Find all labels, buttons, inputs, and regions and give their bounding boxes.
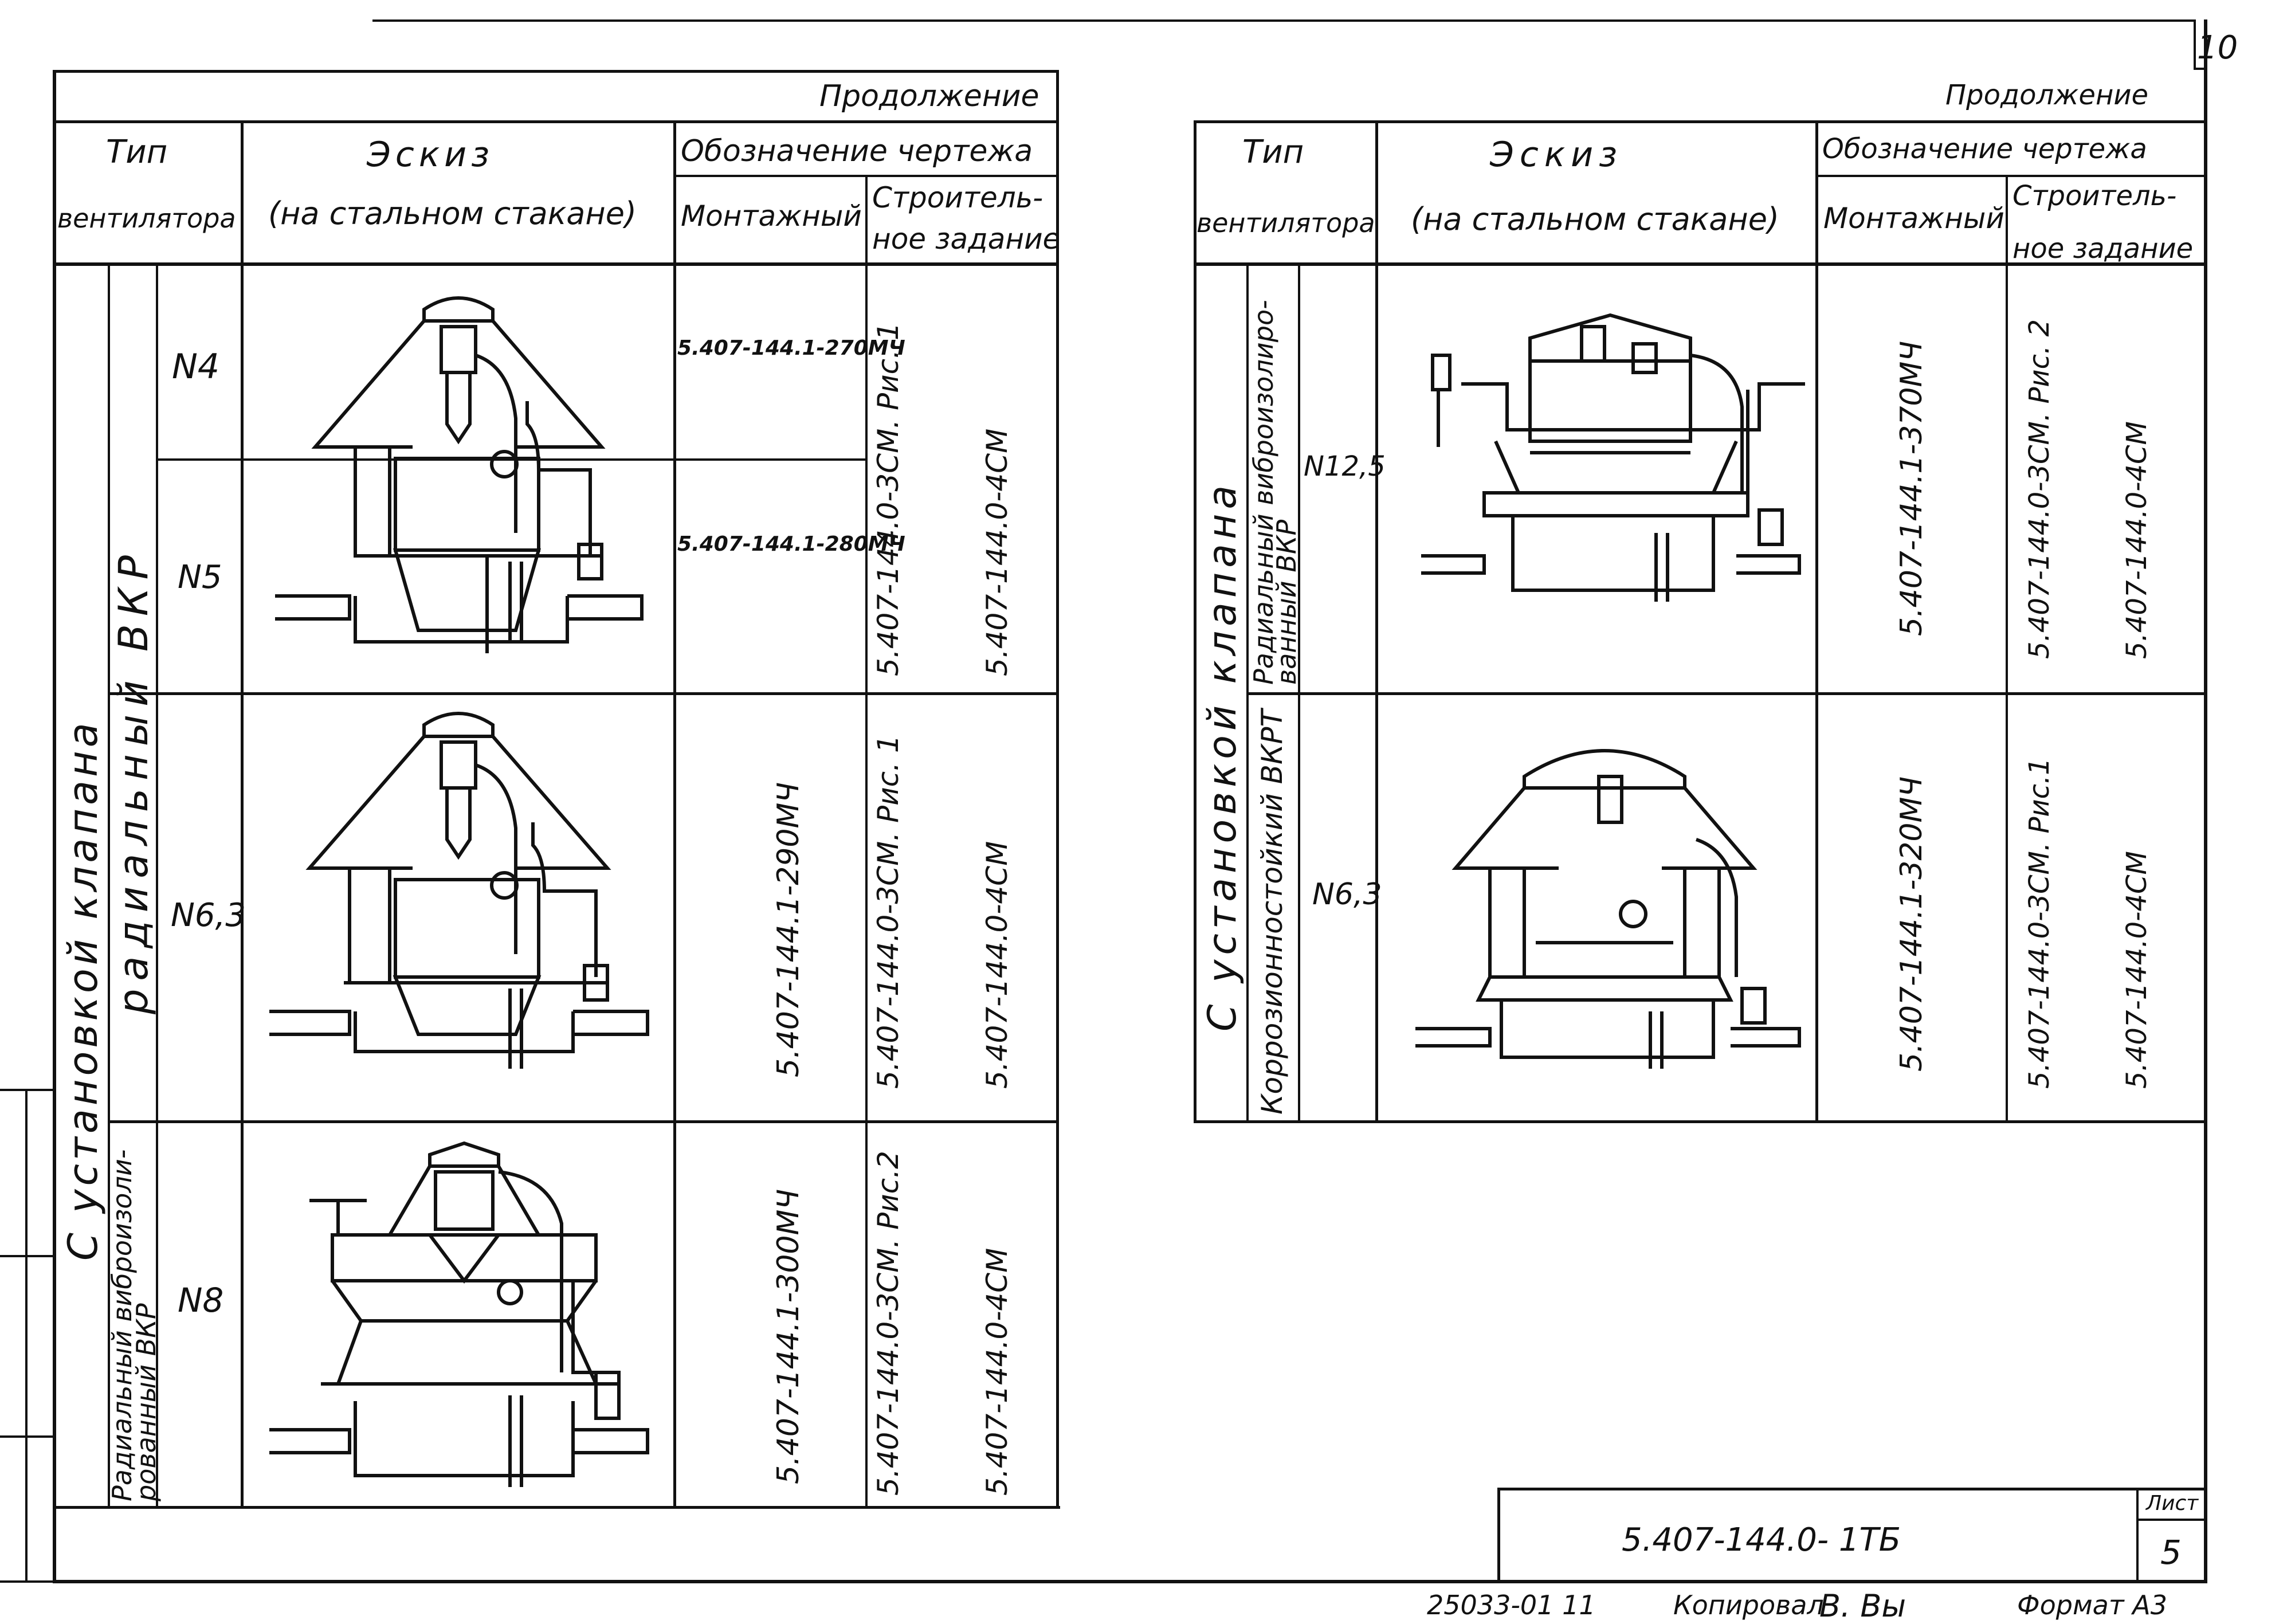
mount-n5: 5.407-144.1-280МЧ [677, 532, 905, 556]
row-num-n8: N8 [178, 1281, 224, 1320]
left-col-type: Тип [106, 134, 168, 171]
sketch-right-n63 [1415, 749, 1801, 1069]
right-group-outer: С установкой клапана [1200, 480, 1245, 1031]
build-n8-b: 5.407-144.0-4СМ [980, 1248, 1014, 1496]
left-col-build-1: Строитель- [872, 181, 1043, 214]
build-n4n5-b: 5.407-144.0-4СМ [980, 428, 1014, 676]
right-group-inner-2: Коррозионностойкий ВКРТ [1256, 709, 1289, 1115]
sketch-n63 [269, 712, 649, 1069]
mount-n63: 5.407-144.1-290МЧ [771, 782, 806, 1077]
left-col-sketch: Эскиз [367, 135, 495, 175]
footer-order: 25033-01 11 [1427, 1590, 1596, 1621]
row-num-n4: N4 [172, 347, 220, 387]
build-n4n5-a: 5.407-144.0-3СМ. Рис. 1 [872, 322, 905, 676]
right-col-build-1: Строитель- [2013, 180, 2177, 212]
sketch-n8 [269, 1141, 649, 1487]
mount-n4: 5.407-144.1-270МЧ [677, 336, 905, 360]
row-num-n5: N5 [178, 559, 222, 596]
right-col-designation: Обозначение чертежа [1822, 133, 2147, 165]
right-row-num-n125: N12,5 [1304, 450, 1386, 483]
designation-code: 5.407-144.0- 1ТБ [1622, 1521, 1901, 1559]
left-col-sketch-sub: (на стальном стакане) [268, 195, 637, 232]
row-num-n63: N6,3 [171, 897, 246, 934]
right-col-sketch: Эскиз [1490, 135, 1623, 175]
left-group-inner-1: радиальный ВКР [110, 547, 157, 1014]
right-build-n63-a: 5.407-144.0-3СМ. Рис.1 [2023, 758, 2055, 1089]
build-n63-a: 5.407-144.0-3СМ. Рис. 1 [872, 735, 905, 1089]
left-continuation: Продолжение [819, 79, 1039, 113]
left-col-designation: Обозначение чертежа [681, 134, 1033, 168]
right-col-build-2: ное задание [2013, 233, 2194, 265]
right-col-type-sub: вентилятора [1197, 207, 1375, 238]
left-col-build-2: ное задание [872, 222, 1061, 256]
right-build-n63-b: 5.407-144.0-4СМ [2121, 851, 2153, 1089]
footer-copied: Копировал [1673, 1590, 1824, 1621]
mount-n8: 5.407-144.1-300МЧ [771, 1188, 806, 1484]
right-mount-n63: 5.407-144.1-320МЧ [1894, 776, 1929, 1072]
sketch-n4-n5 [275, 296, 644, 653]
left-group-outer: С установкой клапана [60, 719, 107, 1261]
right-build-n125-a: 5.407-144.0-3СМ. Рис. 2 [2023, 319, 2055, 659]
copier-signature: В. Вы [1819, 1588, 1906, 1624]
right-continuation: Продолжение [1945, 79, 2149, 111]
left-col-type-sub: вентилятора [57, 203, 236, 234]
right-row-num-n63: N6,3 [1312, 877, 1382, 912]
left-col-mount: Монтажный [681, 199, 862, 233]
build-n8-a: 5.407-144.0-3СМ. Рис.2 [872, 1151, 905, 1496]
sketch-n125 [1421, 313, 1805, 602]
left-group-inner-2b: рованный ВКР [131, 1303, 162, 1501]
sheet-corner-number: 10 [2197, 29, 2238, 66]
right-col-mount: Монтажный [1823, 202, 2004, 235]
footer-format: Формат А3 [2017, 1590, 2167, 1621]
build-n63-b: 5.407-144.0-4СМ [980, 841, 1014, 1089]
sheet-number: 5 [2160, 1533, 2182, 1572]
right-group-inner-1b: ванный ВКР [1271, 519, 1302, 685]
sheet-label: Лист [2146, 1492, 2199, 1515]
right-col-type: Тип [1242, 134, 1304, 171]
right-mount-n125: 5.407-144.1-370МЧ [1894, 340, 1929, 636]
right-col-sketch-sub: (на стальном стакане) [1411, 201, 1779, 237]
right-build-n125-b: 5.407-144.0-4СМ [2121, 421, 2153, 659]
